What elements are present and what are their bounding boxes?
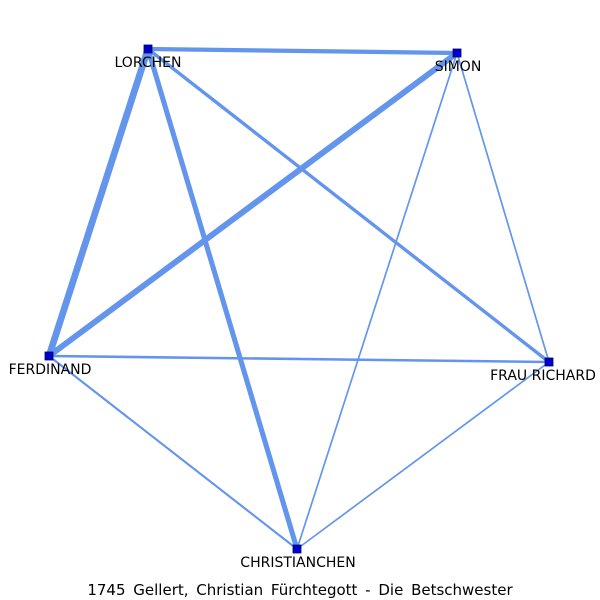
node-label-ferdinand: FERDINAND (9, 362, 92, 378)
edge-lorchen-frau_richard (146, 47, 551, 364)
node-label-christianchen: CHRISTIANCHEN (240, 555, 355, 571)
edge-lorchen-simon (147, 46, 458, 56)
edge-lorchen-christianchen (145, 48, 300, 550)
edge-ferdinand-christianchen (48, 355, 298, 550)
edge-ferdinand-frau_richard (48, 354, 550, 364)
edge-lorchen-ferdinand (45, 47, 152, 358)
node-frau_richard (544, 357, 554, 367)
node-label-frau_richard: FRAU RICHARD (490, 368, 596, 384)
node-christianchen (292, 544, 302, 554)
node-ferdinand (44, 351, 54, 361)
node-simon (452, 48, 462, 58)
edge-simon-christianchen (296, 52, 458, 550)
edge-simon-ferdinand (47, 50, 459, 359)
node-lorchen (143, 44, 153, 54)
edges-layer (45, 46, 551, 550)
node-label-lorchen: LORCHEN (115, 55, 182, 71)
labels-layer: LORCHEN SIMON FERDINAND FRAU RICHARD CHRISTI… (9, 55, 596, 571)
node-label-simon: SIMON (435, 59, 482, 75)
edge-frau_richard-christianchen (296, 361, 550, 550)
nodes-layer (44, 44, 554, 554)
network-caption: 1745 Gellert, Christian Fürchtegott - Di… (87, 581, 513, 599)
edge-simon-frau_richard (456, 52, 550, 363)
